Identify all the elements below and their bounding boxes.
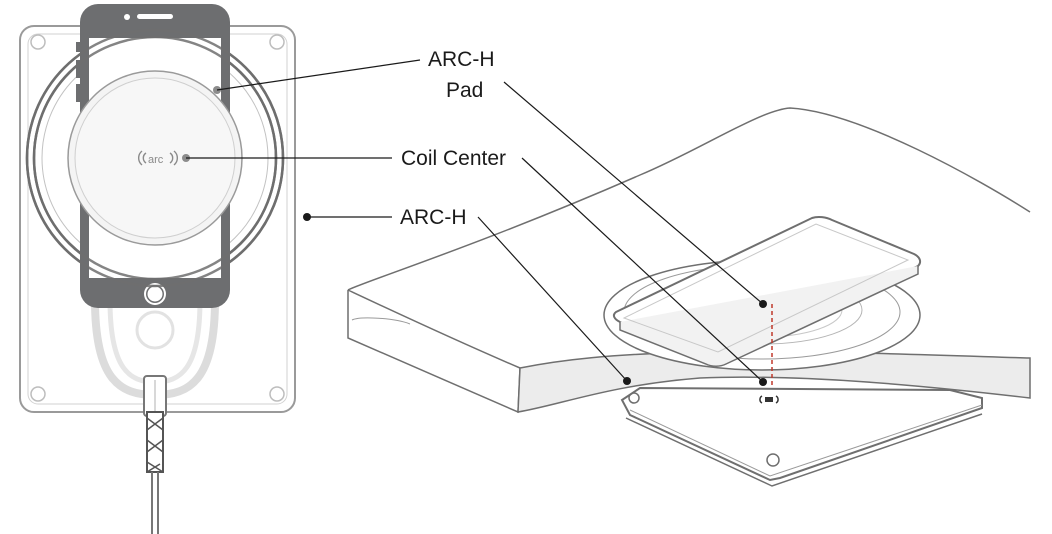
- pad-leader-right: [503, 81, 764, 305]
- coil-leader-right: [521, 157, 764, 383]
- arc-h-leader-right: [477, 216, 628, 382]
- label-arc-h-pad-line2: Pad: [446, 79, 483, 102]
- arc-h-underdesk-unit: [620, 386, 983, 487]
- phone-iso: [612, 215, 922, 367]
- pad-leader-left: [216, 59, 421, 91]
- labels: ARC-H Pad Coil Center ARC-H: [400, 48, 506, 229]
- arc-h-pad-disc: [25, 28, 285, 288]
- label-arc-h: ARC-H: [400, 206, 467, 229]
- arc-logo: arc: [138, 150, 178, 166]
- isometric-view: [347, 107, 1031, 487]
- usb-cable: [143, 375, 167, 534]
- label-arc-h-pad-line1: ARC-H: [428, 48, 495, 71]
- desk: [347, 107, 1031, 414]
- leader-lines: [186, 59, 764, 383]
- arc-logo-text: arc: [148, 154, 164, 166]
- label-coil-center: Coil Center: [401, 147, 506, 170]
- arc-logo-small: [759, 395, 779, 404]
- front-view: arc: [19, 4, 311, 534]
